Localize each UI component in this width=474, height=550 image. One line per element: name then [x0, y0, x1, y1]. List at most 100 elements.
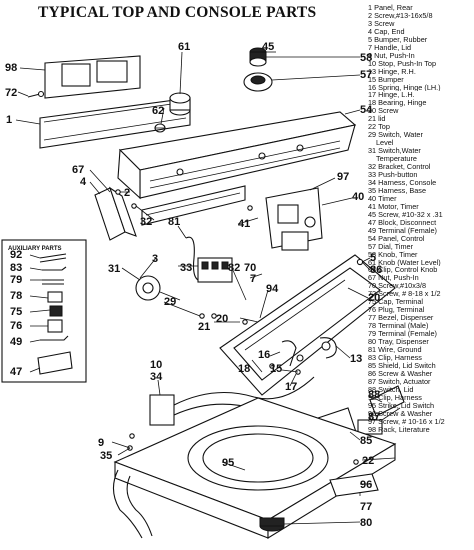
callout-86: 86	[370, 264, 382, 276]
parts-list-item: 88 Switch, Lid	[368, 385, 414, 394]
callout-20b: 20	[216, 313, 228, 325]
callout-62: 62	[152, 105, 164, 117]
callout-1: 1	[6, 114, 12, 126]
callout-21: 21	[198, 321, 210, 333]
parts-list-item: 97 Screw, # 10-16 x 1/2	[368, 417, 445, 426]
parts-list-item: 18 Bearing, Hinge	[368, 99, 427, 108]
parts-list-item: 9 Nut, Push-In	[368, 51, 415, 60]
callout-96: 96	[360, 479, 372, 491]
water-level-knob	[169, 92, 191, 116]
parts-list-item: 29 Switch, Water	[368, 131, 423, 140]
washer-top	[113, 397, 397, 539]
auxiliary-parts-title: AUXILIARY PARTS	[8, 246, 62, 252]
console-harness	[149, 376, 315, 426]
callout-34: 34	[150, 371, 163, 383]
callout-80: 80	[360, 517, 372, 529]
callout-10: 10	[150, 359, 162, 371]
parts-list-item: 92 Clip, Harness	[368, 393, 422, 402]
parts-list-item: 13 Hinge, R.H.	[368, 67, 416, 76]
callout-97: 97	[337, 171, 349, 183]
parts-list-item: 5 Bumper, Rubber	[368, 35, 428, 44]
parts-list-item: 76 Plug, Terminal	[368, 306, 425, 315]
parts-list-item: 96 Screw & Washer	[368, 409, 433, 418]
parts-list-item: 15 Bumper	[368, 75, 404, 84]
callout-54: 54	[360, 104, 373, 116]
push-button-switch	[197, 257, 233, 283]
parts-list-item: 87 Switch, Actuator	[368, 377, 431, 386]
callout-33: 33	[180, 262, 192, 274]
parts-list-item: 10 Stop, Push-In Top	[368, 59, 437, 68]
callout-35: 35	[100, 450, 112, 462]
parts-list-item: 35 Harness, Base	[368, 186, 427, 195]
parts-list-item: 78 Terminal (Male)	[368, 322, 429, 331]
callout-9: 9	[98, 437, 104, 449]
parts-list-item: 83 Clip, Harness	[368, 353, 422, 362]
callout-72: 72	[5, 87, 17, 99]
callout-13: 13	[350, 353, 362, 365]
callout-16: 16	[258, 349, 270, 361]
callout-95: 95	[222, 457, 234, 469]
parts-list-item: 20 Screw	[368, 107, 399, 116]
dispenser-tray	[259, 517, 285, 532]
parts-list-item: Level	[376, 139, 394, 148]
parts-list-item: 31 Switch,Water	[368, 147, 421, 156]
ground-wire	[185, 236, 199, 281]
timer-dial	[243, 72, 273, 92]
callout-81: 81	[168, 216, 180, 228]
parts-list-item: 17 Hinge, L.H.	[368, 91, 415, 100]
callout-70: 70	[244, 262, 256, 274]
callout-58: 58	[360, 52, 372, 64]
callout-98: 98	[5, 62, 17, 74]
callout-17: 17	[285, 381, 297, 393]
control-panel	[117, 111, 357, 200]
callout-85: 85	[360, 435, 372, 447]
parts-list-item: 80 Tray, Dispenser	[368, 338, 429, 346]
parts-list-item: 45 Screw, #10-32 x .31	[368, 210, 443, 219]
callout-88: 88	[368, 389, 380, 401]
parts-list-item: 86 Screw & Washer	[368, 369, 433, 378]
parts-list-item: 67 Nut, Push-In	[368, 274, 419, 283]
callout-41: 41	[238, 218, 250, 230]
parts-list-item: 57 Dial, Timer	[368, 242, 414, 251]
callout-31: 31	[108, 263, 120, 275]
callout-2: 2	[124, 187, 130, 199]
leader-lines	[15, 51, 396, 525]
parts-list-item: 75 Cap, Terminal	[368, 298, 424, 307]
parts-list-item: 98 Rack, Literature	[368, 425, 430, 434]
parts-list-item: 72 Screw, # 8-18 x 1/2	[368, 290, 441, 299]
parts-list-item: 95 Strike, Lid Switch	[368, 401, 435, 410]
callout-76: 76	[10, 320, 22, 332]
parts-list-item: 34 Harness, Console	[368, 178, 437, 187]
callout-5: 5	[370, 252, 376, 264]
control-bracket	[141, 185, 246, 226]
parts-list-item: 85 Shield, Lid Switch	[368, 361, 436, 370]
screw-72	[27, 90, 45, 98]
water-level-switch	[135, 275, 181, 301]
callout-92: 92	[10, 249, 22, 261]
base-harness	[112, 469, 153, 539]
callout-75: 75	[10, 306, 22, 318]
parts-list-item: 2 Screw,#13-16x5/8	[368, 11, 433, 20]
parts-list-item: 21 lid	[368, 115, 386, 124]
callout-7: 7	[250, 273, 256, 285]
parts-list-item: Temperature	[376, 155, 417, 164]
callout-47: 47	[10, 366, 22, 378]
parts-list-item: 79 Terminal (Female)	[368, 330, 437, 339]
timer-motor	[281, 231, 309, 251]
callout-49: 49	[10, 336, 22, 348]
parts-list-item: 22 Top	[368, 123, 390, 132]
parts-list-item: 61 Knob (Water Level)	[368, 258, 441, 267]
callout-78: 78	[10, 290, 22, 302]
parts-list-item: 81 Wire, Ground	[368, 345, 422, 354]
parts-list-item: 32 Bracket, Control	[368, 163, 431, 172]
callout-22: 22	[362, 455, 374, 467]
callout-32: 32	[140, 216, 152, 228]
dispenser-bezel	[329, 473, 379, 497]
control-knob-clip	[154, 123, 166, 133]
parts-list-item: 4 Cap, End	[368, 27, 405, 36]
parts-list-item: 70 Screw,#10x3/8	[368, 282, 427, 291]
parts-list-item: 58 Knob, Timer	[368, 250, 418, 259]
callout-20: 20	[368, 292, 380, 304]
hinge-lh	[281, 340, 304, 367]
parts-list-item: 3 Screw	[368, 19, 395, 28]
